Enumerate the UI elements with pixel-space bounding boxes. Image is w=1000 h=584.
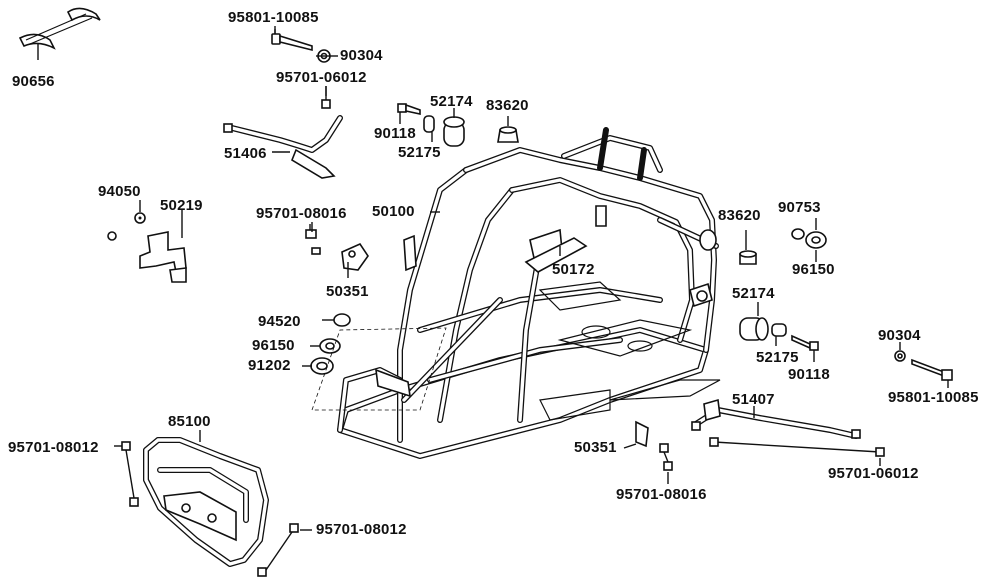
label-83620-right: 83620 — [718, 207, 761, 224]
bolt-08016-bottom-part — [659, 443, 673, 471]
long-bolt-top-part — [271, 29, 313, 52]
label-83620-top: 83620 — [486, 97, 529, 114]
label-85100: 85100 — [168, 413, 211, 430]
label-90656: 90656 — [12, 73, 55, 90]
label-96150-left: 96150 — [252, 337, 295, 354]
front-bumper-part — [143, 437, 269, 567]
label-95701-08012-left: 95701-08012 — [8, 439, 99, 456]
label-95701-08016-bottom: 95701-08016 — [616, 486, 707, 503]
label-50351-bottom: 50351 — [574, 439, 617, 456]
label-94050: 94050 — [98, 183, 141, 200]
label-90304-right: 90304 — [878, 327, 921, 344]
label-51407: 51407 — [732, 391, 775, 408]
label-52175-top: 52175 — [398, 144, 441, 161]
hose-clamp-part — [18, 7, 101, 50]
label-50100: 50100 — [372, 203, 415, 220]
bushing-set-right — [739, 228, 827, 351]
bearing-set-left — [310, 313, 447, 411]
label-50172: 50172 — [552, 261, 595, 278]
bolt-08012-part — [121, 441, 299, 577]
bushing-set-top — [397, 103, 519, 147]
label-95701-06012-top: 95701-06012 — [276, 69, 367, 86]
bracket-50351-bottom-part — [635, 420, 649, 448]
label-52174-right: 52174 — [732, 285, 775, 302]
label-95801-10085-top: 95801-10085 — [228, 9, 319, 26]
footrest-right-part — [691, 398, 885, 457]
bracket-50351-top-part — [341, 242, 369, 271]
bracket-50219-part — [107, 212, 187, 283]
main-frame-part — [337, 127, 721, 459]
label-51406: 51406 — [224, 145, 267, 162]
label-52174-top: 52174 — [430, 93, 473, 110]
footrest-left-part — [223, 86, 343, 179]
label-95701-06012-bottom: 95701-06012 — [828, 465, 919, 482]
label-90753: 90753 — [778, 199, 821, 216]
right-bolt-nut-part — [894, 350, 953, 381]
label-90304-top: 90304 — [340, 47, 383, 64]
bracket-50172-part — [524, 237, 588, 273]
bolt-08016-top-part — [305, 224, 321, 255]
label-94520: 94520 — [258, 313, 301, 330]
label-95701-08012-bottom: 95701-08012 — [316, 521, 407, 538]
label-91202: 91202 — [248, 357, 291, 374]
label-90118-right: 90118 — [788, 366, 830, 383]
label-95701-08016-top: 95701-08016 — [256, 205, 347, 222]
label-50351-top: 50351 — [326, 283, 369, 300]
label-96150-right: 96150 — [792, 261, 835, 278]
label-95801-10085-right: 95801-10085 — [888, 389, 979, 406]
label-52175-right: 52175 — [756, 349, 799, 366]
label-90118-top: 90118 — [374, 125, 416, 142]
leader-lines — [37, 26, 949, 531]
label-50219: 50219 — [160, 197, 203, 214]
